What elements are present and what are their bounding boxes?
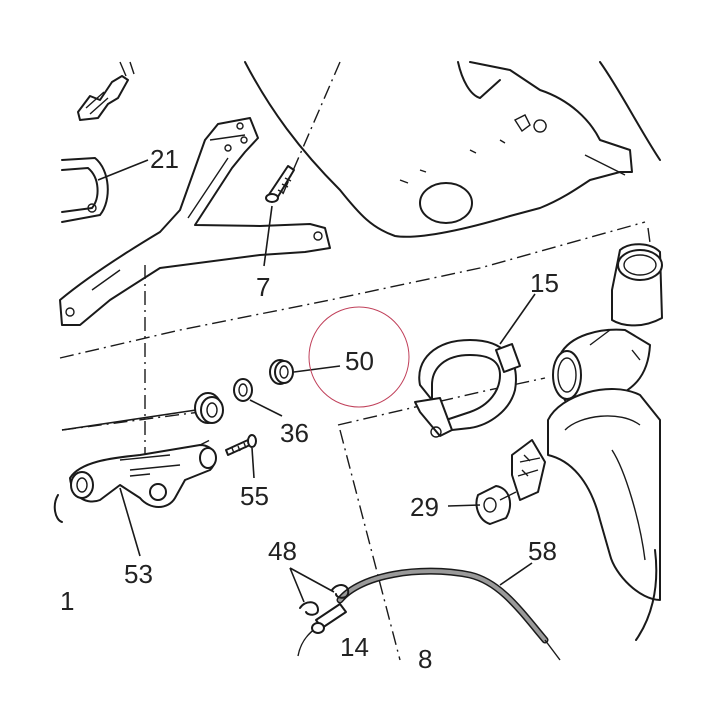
part-label-36: 36 [280,418,309,448]
part-label-8: 8 [418,644,432,674]
part-label-53: 53 [124,559,153,589]
rubber-mount-part-29 [475,485,517,525]
washer-part-36 [233,378,253,402]
part-label-15: 15 [530,268,559,298]
part-label-14: 14 [340,632,369,662]
bracket-upper [59,117,331,326]
bushing-part-50 [269,359,294,385]
part-label-58: 58 [528,536,557,566]
hanger-bracket-part-53 [53,444,217,523]
highlight-circle [308,306,410,408]
clips-part-48 [299,584,350,616]
leader-lines [61,159,536,603]
screw-part-55 [225,434,257,456]
part-label-1: 1 [60,586,74,616]
cable-part-58 [297,567,561,661]
exhaust-pipe [547,243,663,641]
mount-tab [511,439,546,501]
part-label-55: 55 [240,481,269,511]
part-label-21: 21 [150,144,179,174]
part-label-50: 50 [345,346,374,376]
part-label-29: 29 [410,492,439,522]
part-label-48: 48 [268,536,297,566]
exhaust-clamp-part-15 [414,339,521,438]
large-washer [194,392,224,424]
screw-part-7 [265,165,295,203]
sensor-top-left [77,61,135,121]
gasket-part-21 [61,157,109,223]
part-label-7: 7 [256,272,270,302]
engine-casing [244,61,661,238]
